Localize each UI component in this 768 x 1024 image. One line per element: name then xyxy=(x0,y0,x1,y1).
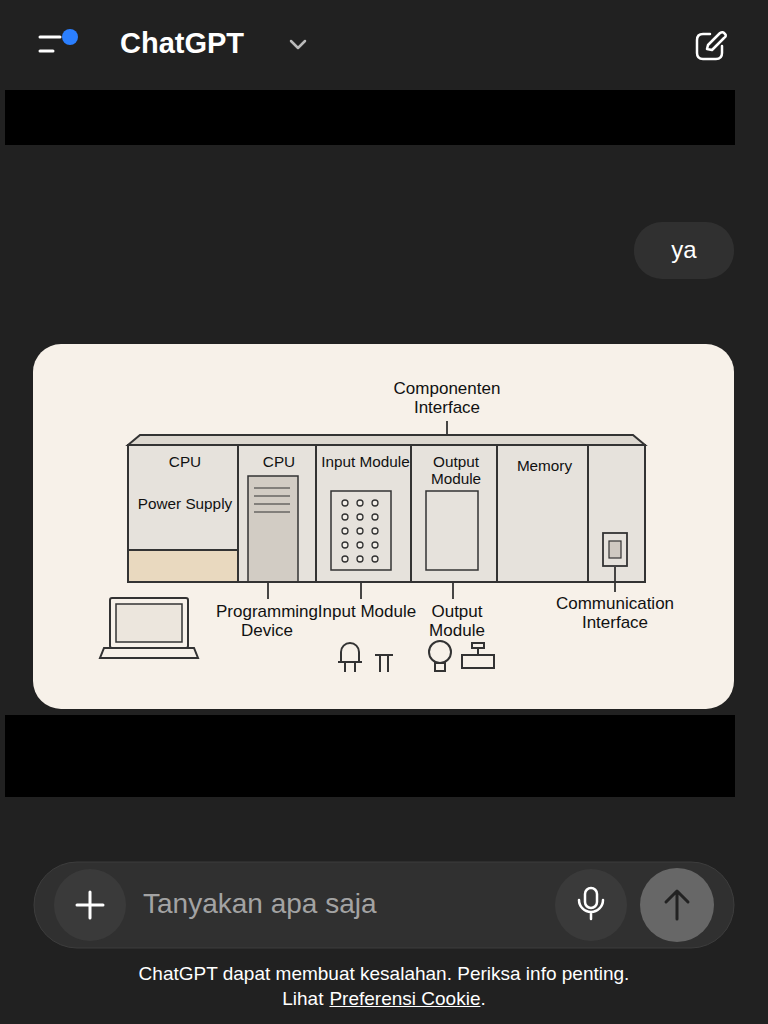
input-bar-art-part xyxy=(34,862,734,948)
input-bar-art-part xyxy=(555,869,627,941)
callout-label: Output Module xyxy=(405,602,509,640)
actuator-icons-part xyxy=(462,655,494,668)
actuator-icons-part xyxy=(435,663,445,671)
header-icons-part xyxy=(62,29,78,45)
laptop-icon-part xyxy=(116,604,182,642)
actuator-icons-part xyxy=(472,643,484,648)
node-title: ChatGPT xyxy=(120,28,244,60)
terminal-dot xyxy=(357,500,363,506)
disclaimer-text: . xyxy=(480,987,485,1011)
output-module: Output Module xyxy=(410,444,498,583)
header-bar: ChatGPT xyxy=(0,0,768,90)
terminal-dot xyxy=(357,556,363,562)
terminal-dot xyxy=(372,542,378,548)
laptop-icon-part xyxy=(110,598,188,648)
plc-rack-part xyxy=(588,445,645,582)
terminal-dot xyxy=(342,514,348,520)
laptop-icon xyxy=(100,598,198,658)
redaction-bar xyxy=(5,715,735,797)
input-bar-art-part xyxy=(585,888,597,908)
leader-lines xyxy=(268,421,615,599)
sensor-icons-part xyxy=(341,643,359,662)
plc-rack-part xyxy=(128,445,645,582)
node-title: Output Module xyxy=(412,454,500,488)
node-title: CPU xyxy=(239,454,319,471)
plc-rack-part xyxy=(609,541,621,558)
node-title: ya xyxy=(671,237,696,263)
node-title: CPU xyxy=(129,454,241,471)
memory-module: Memory xyxy=(496,444,589,583)
cpu-power-module: CPU Power Supply xyxy=(127,444,239,583)
leader-lines-part xyxy=(452,583,454,599)
terminal-dot xyxy=(357,514,363,520)
node-title: Tanyakan apa saja xyxy=(143,889,377,920)
input-bar-art-part xyxy=(579,900,603,919)
actuator-icons xyxy=(429,641,494,671)
laptop-icon-part xyxy=(100,648,198,658)
terminal-dot xyxy=(342,542,348,548)
disclaimer-text: Lihat xyxy=(282,987,323,1011)
terminal-dot xyxy=(372,500,378,506)
cookie-link: Preferensi Cookie xyxy=(329,987,480,1011)
node-title: Input Module xyxy=(317,454,414,471)
callout-label: Input Module xyxy=(315,602,419,621)
message-bubble: ya xyxy=(634,222,734,279)
terminal-dot xyxy=(342,528,348,534)
plc-rack-part xyxy=(331,491,391,570)
leader-lines-part xyxy=(360,583,362,599)
input-bar-art xyxy=(34,862,734,948)
leader-lines-part xyxy=(614,567,616,592)
terminal-dot xyxy=(342,556,348,562)
prompt-input: Tanyakan apa saja xyxy=(34,862,734,948)
terminal-dot xyxy=(357,542,363,548)
terminal-dot xyxy=(357,528,363,534)
terminal-dot xyxy=(372,528,378,534)
leader-lines-part xyxy=(267,583,269,599)
callout-label: Componenten Interface xyxy=(372,379,522,417)
input-bar-art-part xyxy=(54,869,126,941)
plc-rack-part xyxy=(128,550,238,582)
plc-rack xyxy=(128,435,645,582)
node-body: Power Supply xyxy=(129,496,241,513)
sensor-icons-part xyxy=(375,655,393,672)
input-bar-art-part xyxy=(77,892,103,918)
leader-lines-part xyxy=(446,421,448,435)
terminal-dot xyxy=(372,514,378,520)
input-bar-art-part xyxy=(640,868,714,942)
terminal-dot xyxy=(372,556,378,562)
node-title: Memory xyxy=(498,458,591,475)
terminal-dot xyxy=(342,500,348,506)
input-bar-art-part xyxy=(666,891,688,919)
image-card xyxy=(33,344,734,709)
header-icons-part xyxy=(40,37,60,51)
disclaimer-text: ChatGPT dapat membuat kesalahan. Periksa… xyxy=(10,962,758,986)
header-icons xyxy=(40,29,726,59)
sensor-icons xyxy=(338,643,393,672)
sensor-icons-part xyxy=(338,662,362,672)
header-icons-part xyxy=(697,34,722,59)
callout-label: Communication Interface xyxy=(530,594,700,632)
footer-line: LihatPreferensi Cookie. xyxy=(0,987,768,1011)
plc-rack-part xyxy=(128,549,238,551)
actuator-icons-part xyxy=(429,641,451,663)
plc-rack-part xyxy=(426,491,478,570)
header-icons-part xyxy=(291,41,305,48)
input-module: Input Module xyxy=(315,444,412,583)
plc-rack-part xyxy=(254,488,290,512)
header-icons-part xyxy=(707,32,726,50)
plc-rack-part xyxy=(603,533,627,566)
cpu-module: CPU xyxy=(237,444,317,583)
redaction-bar xyxy=(5,90,735,145)
plc-rack-part xyxy=(248,476,298,582)
